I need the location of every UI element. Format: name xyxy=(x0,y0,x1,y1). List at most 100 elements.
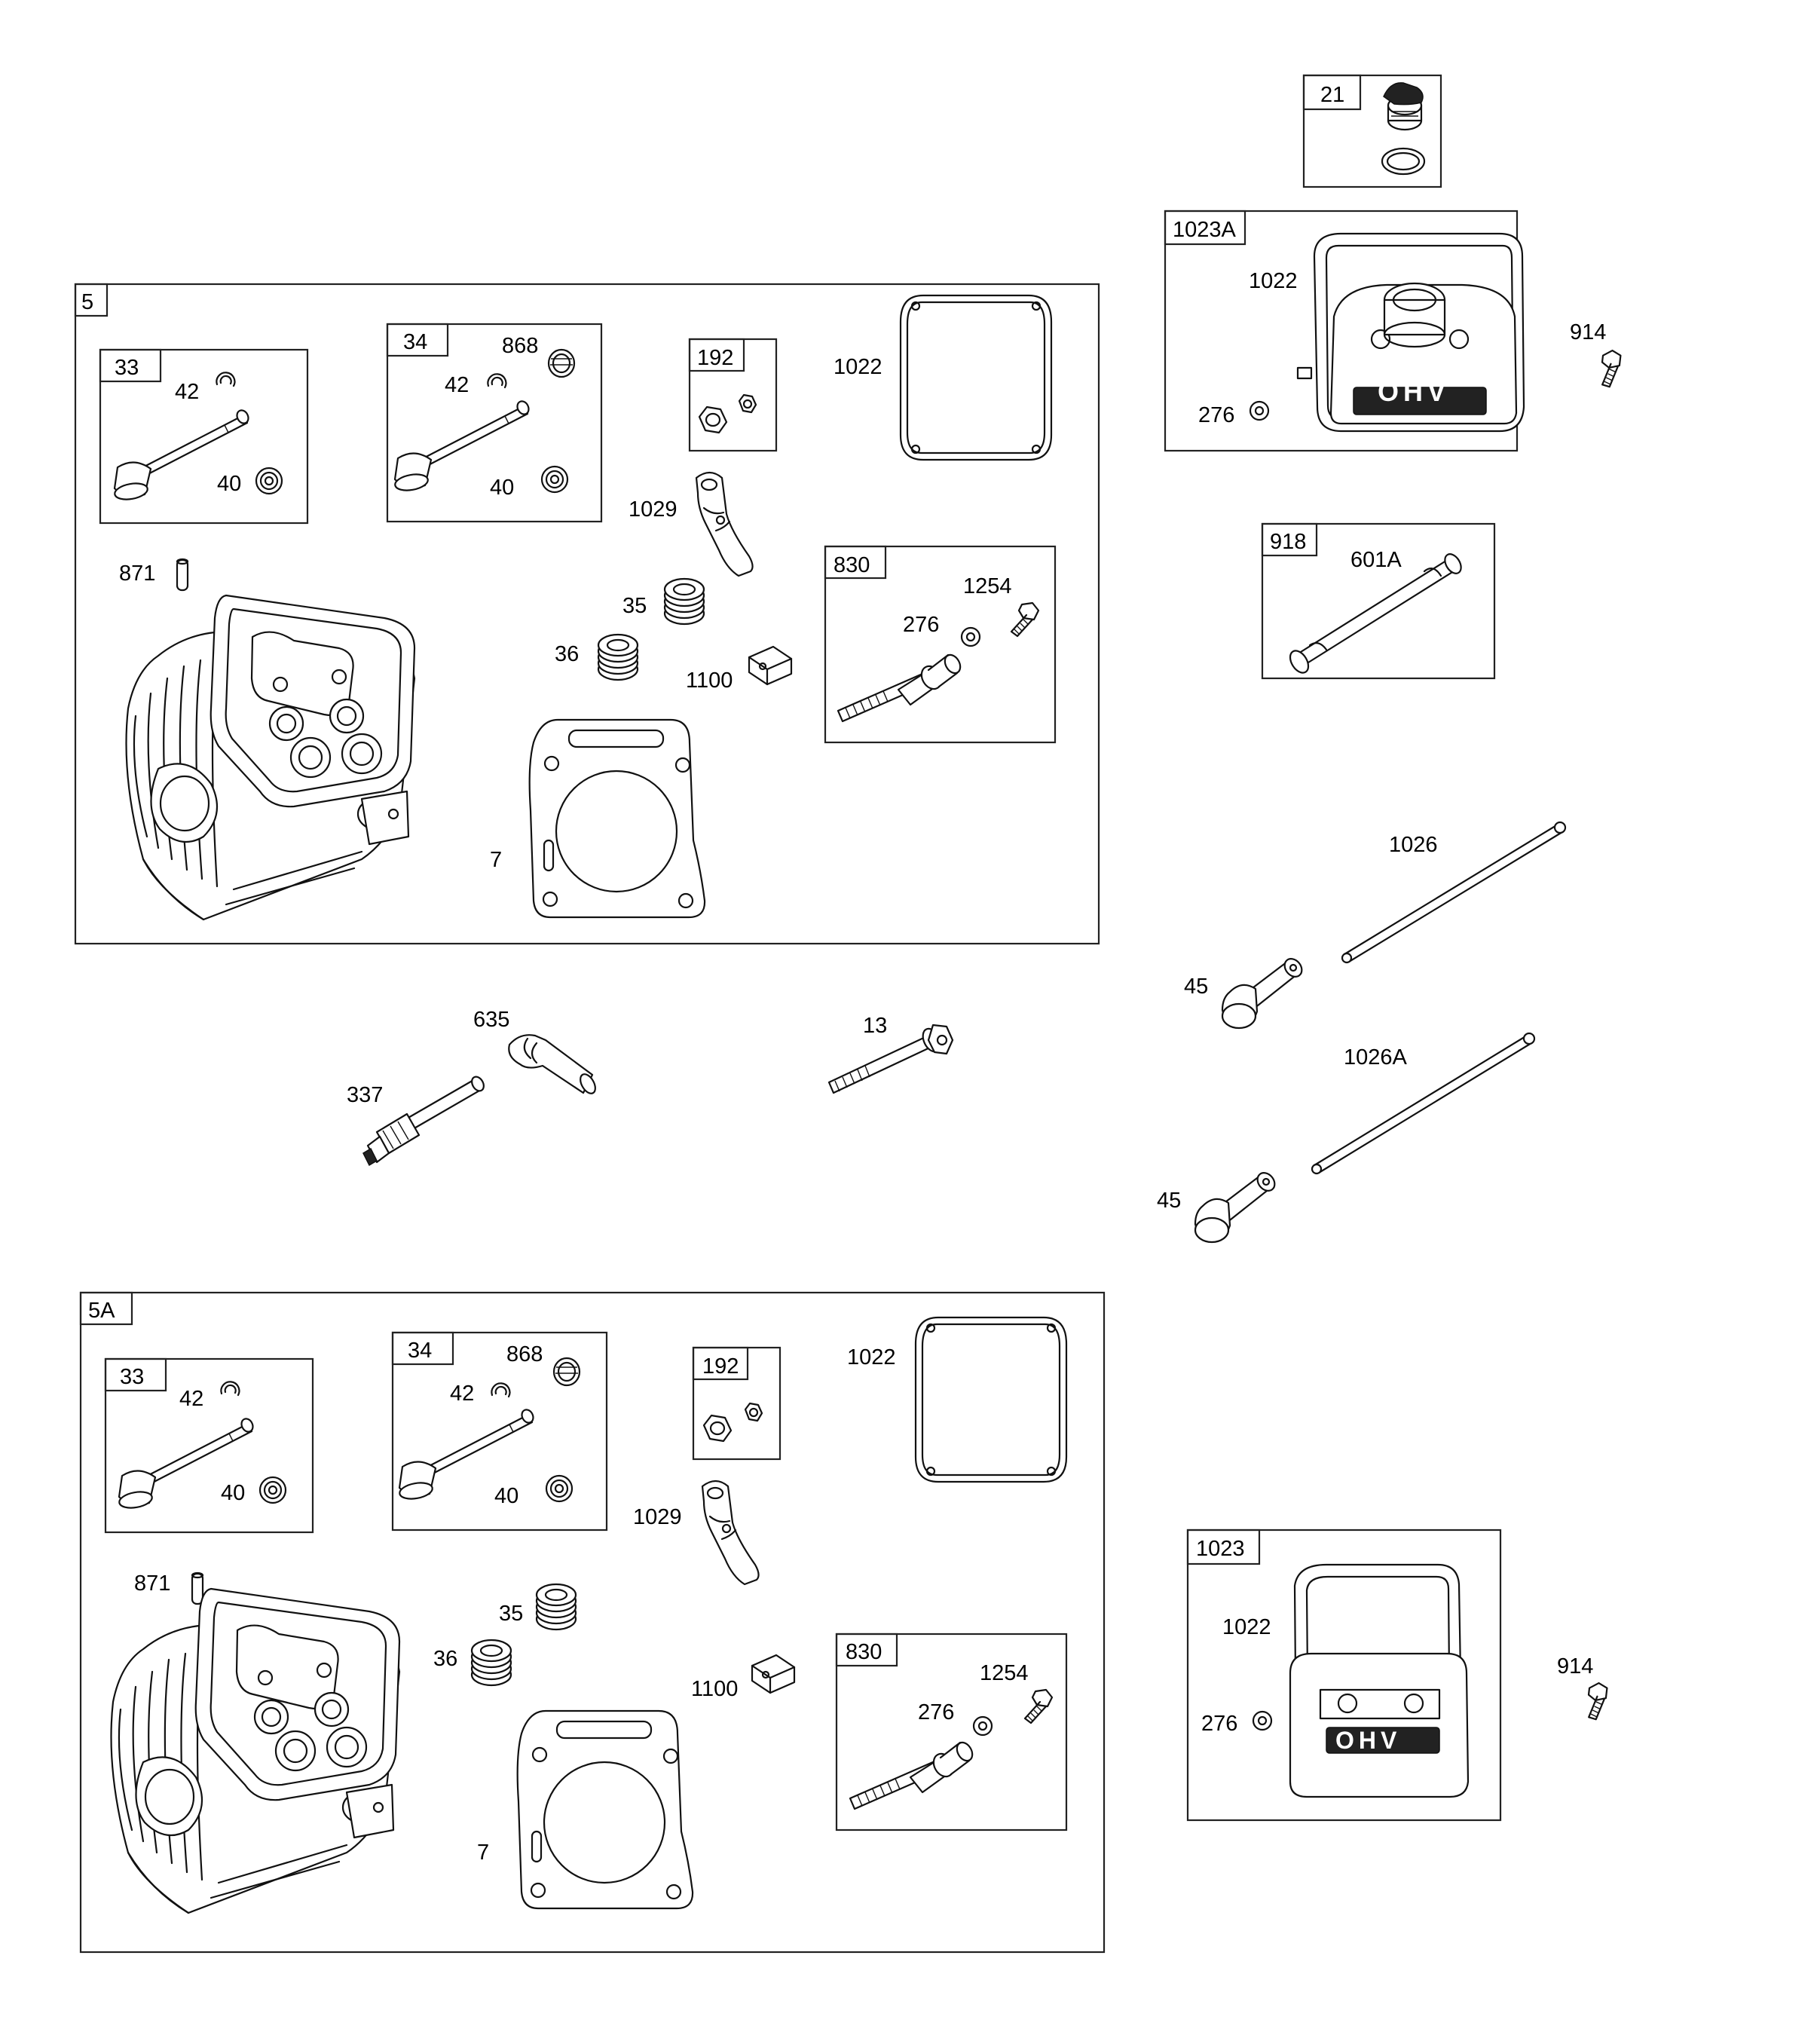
rocker-stud-icon xyxy=(849,1739,977,1810)
guide-1100-label: 1100 xyxy=(686,669,733,693)
screw-icon xyxy=(1023,1688,1054,1724)
rocker-arm-icon xyxy=(701,1480,760,1586)
spark-plug-337-label: 337 xyxy=(347,1083,383,1107)
push-rod-guide-icon xyxy=(748,645,793,686)
gasket-1022-label: 1022 xyxy=(1249,269,1298,293)
group-21-title: 21 xyxy=(1320,83,1344,107)
spring-35-label: 35 xyxy=(499,1602,523,1626)
tappet-45-label: 45 xyxy=(1184,975,1208,999)
seal-40-label: 40 xyxy=(490,476,514,500)
head-gasket-icon xyxy=(516,1709,694,1910)
pin-871-label: 871 xyxy=(119,562,155,586)
valve-kit-34: 34 868 42 40 xyxy=(386,323,603,523)
retainer-42-label: 42 xyxy=(445,373,469,397)
o-ring-icon xyxy=(1381,147,1426,176)
valve-seal-icon xyxy=(258,1476,287,1504)
valve-kit-34: 34 868 42 40 xyxy=(391,1331,608,1532)
group-1023: 1023 1022 OHV 276 xyxy=(1186,1529,1502,1822)
bolt-914-label: 914 xyxy=(1570,320,1606,344)
valve-retainer-icon xyxy=(491,1382,511,1398)
nut-kit-192-title: 192 xyxy=(702,1354,739,1379)
washer-276-label: 276 xyxy=(1201,1712,1237,1736)
keeper-ring-icon xyxy=(552,1357,581,1387)
valve-kit-34-title: 34 xyxy=(408,1339,432,1363)
cover-gasket-icon xyxy=(914,1316,1068,1483)
jam-nut-icon xyxy=(738,393,757,414)
head-gasket-7-label: 7 xyxy=(477,1841,489,1865)
valve-kit-33: 33 42 40 xyxy=(99,348,309,525)
washer-icon xyxy=(1249,400,1270,421)
valve-spring-icon xyxy=(535,1583,577,1631)
valve-seal-icon xyxy=(540,465,569,494)
tube-601a-label: 601A xyxy=(1350,548,1402,572)
valve-kit-33-title: 33 xyxy=(120,1365,144,1389)
head-bolt-13-label: 13 xyxy=(863,1014,887,1038)
push-rod-guide-icon xyxy=(751,1654,796,1694)
valve-tappet-icon xyxy=(1221,954,1307,1030)
bolt-914-label: 914 xyxy=(1557,1654,1593,1678)
group-21: 21 xyxy=(1302,74,1442,188)
stud-kit-830-title: 830 xyxy=(834,553,870,577)
group-1023-title: 1023 xyxy=(1196,1537,1245,1561)
retainer-42-label: 42 xyxy=(450,1382,474,1406)
spring-35-label: 35 xyxy=(622,594,647,618)
valve-spring-icon xyxy=(470,1639,512,1687)
valve-retainer-icon xyxy=(220,1381,240,1397)
seal-40-label: 40 xyxy=(494,1484,518,1508)
dowel-pin-icon xyxy=(191,1571,204,1605)
cover-bolt-icon xyxy=(1578,1680,1617,1723)
pin-871-label: 871 xyxy=(134,1571,170,1596)
group-5a: 5A 33 42 40 34 868 42 40 192 xyxy=(79,1291,1106,1954)
valve-retainer-icon xyxy=(487,373,507,389)
group-918: 918 601A xyxy=(1261,522,1496,680)
push-rod-icon xyxy=(1311,1032,1536,1175)
keeper-ring-icon xyxy=(547,348,576,378)
washer-icon xyxy=(1252,1710,1273,1731)
group-1023a: 1023A 1022 OHV 276 xyxy=(1164,210,1525,452)
rocker-1029-label: 1029 xyxy=(633,1505,682,1529)
screw-1254-label: 1254 xyxy=(963,574,1012,598)
push-rod-icon xyxy=(1341,821,1567,964)
rocker-arm-icon xyxy=(695,471,754,577)
valve-seal-icon xyxy=(545,1474,574,1503)
valve-tappet-icon xyxy=(1194,1168,1280,1244)
push-rod-1026a-label: 1026A xyxy=(1344,1045,1408,1070)
stud-kit-830-title: 830 xyxy=(846,1640,882,1664)
gasket-1022-label: 1022 xyxy=(1222,1615,1271,1639)
breather-tube-icon xyxy=(1289,553,1462,674)
valve-kit-34-title: 34 xyxy=(403,330,427,354)
nut-kit-192-title: 192 xyxy=(697,346,733,370)
retainer-42-label: 42 xyxy=(175,380,199,404)
screw-icon xyxy=(1010,601,1040,638)
washer-276-label: 276 xyxy=(903,613,939,637)
valve-kit-33-title: 33 xyxy=(115,356,139,380)
retainer-42-label: 42 xyxy=(179,1387,203,1411)
valve-seal-icon xyxy=(255,467,283,495)
rocker-nut-icon xyxy=(702,1414,733,1443)
cover-gasket-icon xyxy=(899,294,1053,461)
gasket-1022-label: 1022 xyxy=(847,1345,896,1369)
rocker-stud-icon xyxy=(837,651,965,723)
seal-40-label: 40 xyxy=(217,472,241,496)
valve-kit-33: 33 42 40 xyxy=(104,1357,314,1534)
valve-cover-icon xyxy=(1289,1563,1470,1798)
cylinder-head-icon xyxy=(125,594,416,921)
valve-cover-logo: OHV xyxy=(1335,1727,1401,1754)
valve-cover-logo: OHV xyxy=(1378,376,1450,407)
rocker-nut-icon xyxy=(698,405,728,434)
washer-icon xyxy=(960,626,981,647)
valve-spring-icon xyxy=(597,633,639,681)
guide-1100-label: 1100 xyxy=(691,1677,738,1701)
cover-bolt-icon xyxy=(1592,347,1631,390)
washer-icon xyxy=(972,1715,993,1737)
plug-boot-635-label: 635 xyxy=(473,1008,509,1032)
group-5a-title: 5A xyxy=(88,1299,115,1323)
group-1023a-title: 1023A xyxy=(1173,218,1237,242)
dowel-pin-icon xyxy=(176,558,189,592)
group-5: 5 33 42 40 34 868 42 40 192 xyxy=(74,283,1100,945)
seal-40-label: 40 xyxy=(221,1481,245,1505)
valve-spring-icon xyxy=(663,577,705,626)
group-5-title: 5 xyxy=(81,290,93,314)
gasket-1022-label: 1022 xyxy=(834,355,882,379)
